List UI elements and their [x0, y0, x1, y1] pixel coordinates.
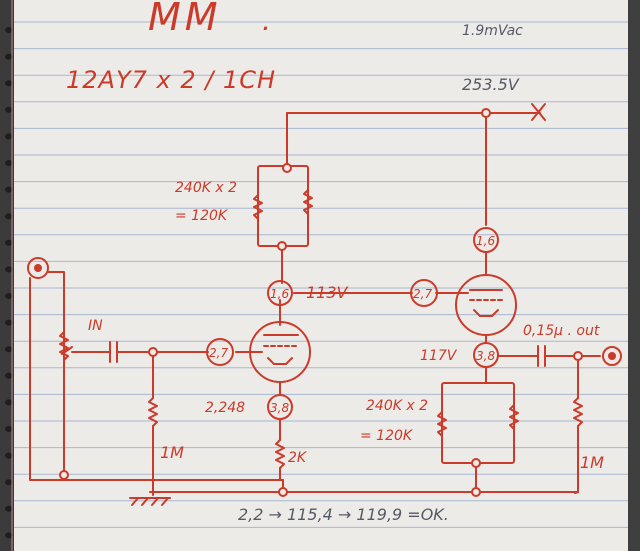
ruled-lines — [14, 21, 628, 528]
binding-hole — [5, 452, 13, 459]
cathode-voltage: 117V — [420, 348, 458, 364]
binding-hole — [5, 186, 13, 193]
binding-hole — [5, 266, 13, 273]
plate-voltage: 113V — [306, 283, 349, 302]
binding-hole — [5, 27, 13, 33]
binding-hole — [5, 372, 13, 379]
binding-hole — [5, 479, 13, 486]
grid-resistor-1-label: 1M — [160, 443, 184, 462]
pin-label-1-6-tube1: 1,6 — [270, 287, 289, 301]
output-label: 0,15μ . out — [523, 323, 600, 339]
plate-resistor-1: 240K x 2 — [175, 180, 237, 196]
notebook-page — [8, 0, 634, 551]
binding-hole — [5, 346, 13, 353]
binding-hole — [5, 505, 13, 512]
cathode-voltage-1: 2,248 — [205, 400, 245, 416]
binding-hole — [5, 239, 13, 246]
binding-hole — [5, 160, 13, 166]
pin-label-3-8-tube2: 3,8 — [476, 349, 495, 363]
pin-label-3-8-tube1: 3,8 — [270, 401, 289, 415]
binding-hole — [5, 319, 13, 326]
binding-holes — [5, 27, 13, 539]
heading: MM — [148, 0, 222, 39]
binding-hole — [5, 53, 13, 60]
binding-hole — [5, 133, 13, 140]
period: . — [262, 4, 271, 37]
junction-dots — [59, 108, 583, 497]
plate-resistor-2: 240K x 2 — [366, 398, 428, 414]
binding-hole — [5, 399, 13, 406]
plate-resistor-1-value: = 120K — [175, 208, 229, 224]
binding-hole — [5, 213, 13, 220]
binding-hole — [5, 532, 13, 539]
binding-hole — [5, 80, 13, 87]
tube-spec: 12AY7 x 2 / 1CH — [66, 66, 276, 94]
schematic — [27, 103, 622, 506]
pin-circles — [206, 227, 499, 420]
plate-resistor-2-value: = 120K — [360, 428, 414, 444]
pin-label-1-6-tube2: 1,6 — [476, 234, 495, 248]
pin-label-2-7-tube2: 2,7 — [413, 287, 432, 301]
voltage-level: 1.9mVac — [462, 23, 523, 39]
input-label: IN — [88, 318, 103, 334]
binding-hole — [5, 293, 13, 299]
pin-label-2-7-tube1: 2,7 — [209, 346, 228, 360]
supply-voltage: 253.5V — [462, 75, 520, 94]
cathode-resistor-label: 2K — [288, 450, 308, 466]
binding-hole — [5, 106, 13, 113]
footnote: 2,2 → 115,4 → 119,9 =OK. — [238, 505, 449, 524]
binding-hole — [5, 426, 13, 432]
grid-resistor-2-label: 1M — [580, 453, 604, 472]
